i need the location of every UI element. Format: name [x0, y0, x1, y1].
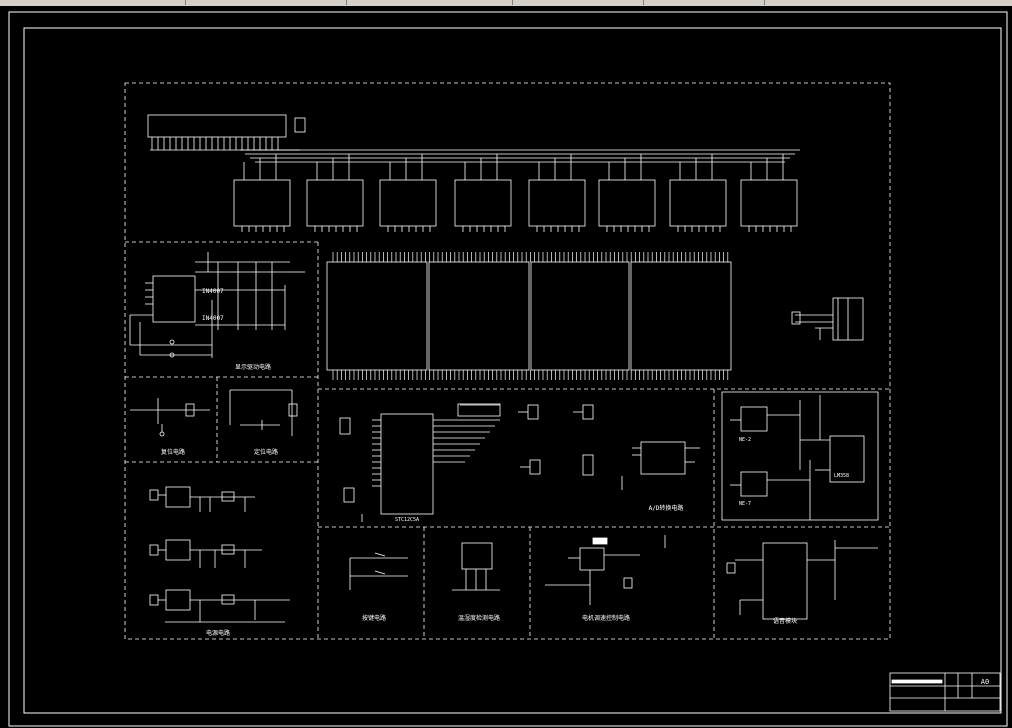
cad-drawing-canvas[interactable]: A0 IN4007 IN4007 STC12C5A NE-2 NE-7 LM35…: [0, 6, 1012, 728]
header-connector: [147, 114, 287, 138]
outer-border: [8, 11, 1008, 727]
chip-label-ne2: NE-2: [739, 437, 751, 443]
toolbar-segment[interactable]: [347, 0, 513, 5]
section-title-display-drive: 显示驱动电路: [235, 363, 271, 371]
drive-circuit: [129, 252, 305, 358]
section-title-power: 电源电路: [206, 629, 230, 637]
driver-chip: [669, 179, 727, 227]
chip-label-lm358: LM358: [834, 473, 849, 479]
key-circuit: [349, 552, 408, 590]
section-title-motor: 电机调速控制电路: [582, 614, 630, 622]
toolbar-segment[interactable]: [0, 0, 186, 5]
matrix-pins-bottom: [332, 370, 729, 380]
driver-chips: [233, 154, 798, 232]
chip-ne7: [740, 471, 768, 497]
chip-label-ne7: NE-7: [739, 501, 751, 507]
led-module-1: [326, 261, 428, 371]
opamp-circuit: [721, 391, 879, 521]
chip-lm358: [829, 435, 865, 483]
right-connector: [791, 297, 864, 341]
chip-ne2: [740, 406, 768, 432]
section-title-reset: 复位电路: [161, 448, 185, 456]
voice-module: [726, 540, 878, 620]
toolbar-segment[interactable]: [513, 0, 644, 5]
power-circuit: [149, 486, 290, 623]
canvas-background: [0, 6, 1012, 728]
driver-chip: [379, 179, 437, 227]
driver-chip: [233, 179, 291, 227]
mcu-chip: [380, 413, 434, 515]
main-frame: [124, 82, 891, 640]
display-matrix: [326, 261, 732, 371]
led-module-3: [530, 261, 630, 371]
driver-chip: [528, 179, 586, 227]
display-driver-block: [147, 114, 800, 163]
title-block: [889, 672, 1001, 712]
section-title-voice: 语音模块: [773, 617, 797, 625]
section-title-keys: 按键电路: [362, 614, 386, 622]
driver-chip: [454, 179, 512, 227]
mcu-label: STC12C5A: [395, 517, 419, 523]
positioning-circuit: [229, 389, 298, 436]
section-frames: [124, 82, 891, 640]
led-module-2: [428, 261, 530, 371]
matrix-pins-top: [332, 252, 729, 262]
temp-sensor-circuit: [452, 542, 500, 591]
driver-chip: [740, 179, 798, 227]
driver-chip: [306, 179, 364, 227]
inner-border: [23, 27, 1002, 714]
section-title-positioning: 定位电路: [254, 448, 278, 456]
mcu-circuit: [339, 403, 501, 522]
led-module-4: [630, 261, 732, 371]
motor-circuit: [545, 535, 666, 605]
reset-circuit: [130, 398, 210, 437]
chip-label-in4007-1: IN4007: [202, 288, 224, 295]
chip-in4007: [152, 275, 196, 323]
ad-converter: [621, 441, 700, 490]
toolbar-segment[interactable]: [186, 0, 347, 5]
driver-chip: [598, 179, 656, 227]
io-connectors: [518, 404, 594, 476]
sheet-size-label: A0: [981, 678, 989, 686]
chip-label-in4007-2: IN4007: [202, 315, 224, 322]
section-title-ad: A/D转换电路: [649, 504, 684, 512]
toolbar-segment[interactable]: [644, 0, 765, 5]
small-connector: [294, 117, 306, 133]
section-title-temp: 温湿度检测电路: [458, 614, 500, 622]
